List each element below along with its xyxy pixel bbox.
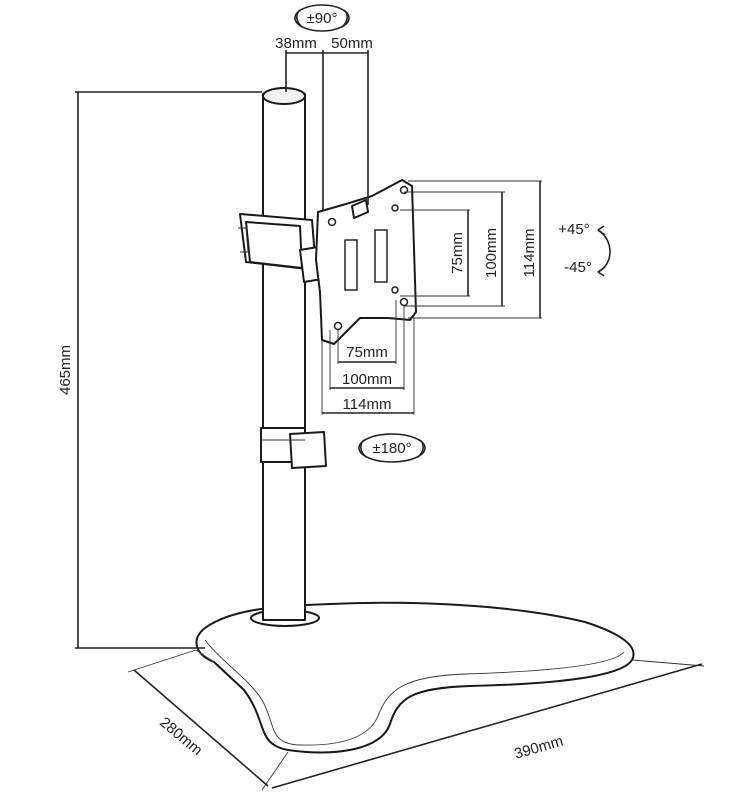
base-depth-dimension xyxy=(127,649,289,791)
vesa-v-100-label: 100mm xyxy=(483,228,500,278)
vesa-vertical-dimensions xyxy=(400,180,542,319)
base-width-label: 390mm xyxy=(512,733,565,763)
tilt-arrow xyxy=(597,225,611,277)
base-depth-label: 280mm xyxy=(156,714,205,759)
vesa-horizontal-dimensions xyxy=(321,300,415,415)
offset-50-label: 50mm xyxy=(331,35,373,52)
vesa-h-114-label: 114mm xyxy=(343,396,392,413)
base-width-dimension xyxy=(271,659,705,789)
vesa-h-75-label: 75mm xyxy=(346,344,388,361)
height-label: 465mm xyxy=(57,345,74,395)
rotation-90-label: ±90° xyxy=(307,10,338,27)
vesa-v-75-label: 75mm xyxy=(449,232,466,274)
stand-pole xyxy=(260,87,327,621)
vesa-plate xyxy=(315,179,417,345)
height-dimension xyxy=(75,91,262,649)
rotation-180-label: ±180° xyxy=(372,440,411,457)
rotation-180-badge xyxy=(358,433,426,463)
vesa-h-100-label: 100mm xyxy=(342,371,392,388)
offset-38-label: 38mm xyxy=(275,35,317,52)
pole-offset-dimension xyxy=(285,50,369,210)
tilt-up-label: +45° xyxy=(558,221,589,238)
rotation-90-badge xyxy=(294,4,350,32)
stand-base xyxy=(195,601,635,754)
tilt-down-label: -45° xyxy=(564,259,592,276)
vesa-v-114-label: 114mm xyxy=(521,229,538,278)
